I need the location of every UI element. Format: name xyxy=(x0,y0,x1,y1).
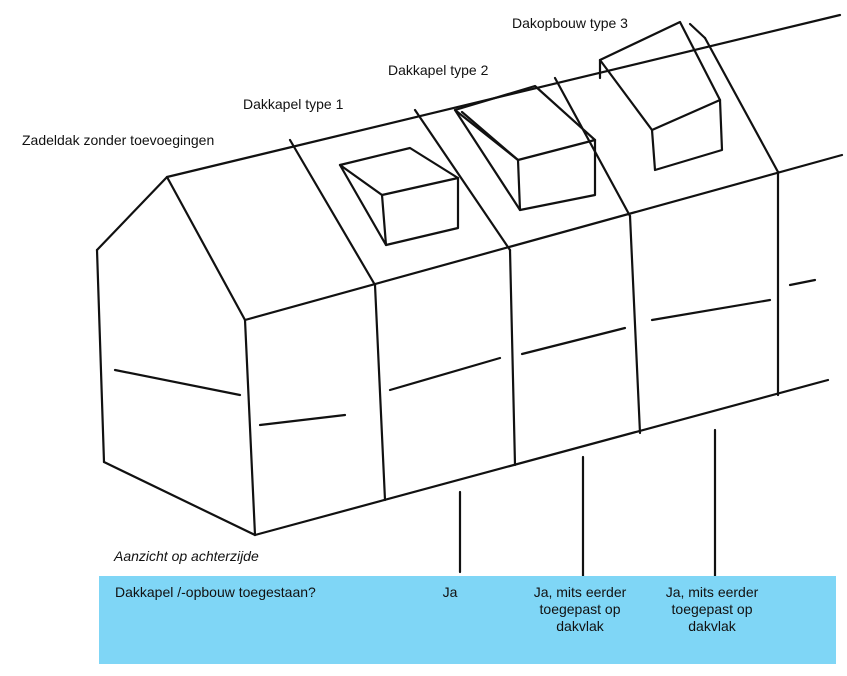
gable-end xyxy=(95,175,257,537)
label-type-1: Dakkapel type 1 xyxy=(243,96,344,112)
dormer-type-2 xyxy=(453,84,597,212)
label-type-2: Dakkapel type 2 xyxy=(388,62,489,78)
floor-lines xyxy=(113,278,817,427)
answer-type-1: Ja xyxy=(442,584,458,600)
wall-dividers xyxy=(373,170,780,502)
label-view: Aanzicht op achterzijde xyxy=(114,548,259,564)
roof-dividers xyxy=(288,36,780,287)
question-text: Dakkapel /-opbouw toegestaan? xyxy=(115,584,316,600)
answer-type-3: Ja, mits eerder toegepast op dakvlak xyxy=(665,584,759,634)
answer-type-2: Ja, mits eerder toegepast op dakvlak xyxy=(533,584,627,634)
label-type-3: Dakopbouw type 3 xyxy=(512,15,628,31)
roof-extension-type-3 xyxy=(598,20,724,172)
pointer-lines xyxy=(458,428,717,578)
answer-band xyxy=(99,576,836,664)
front-corner xyxy=(243,318,257,537)
label-zadeldak: Zadeldak zonder toevoegingen xyxy=(22,132,215,148)
base xyxy=(253,378,830,537)
eave xyxy=(243,153,844,322)
dormer-type-1 xyxy=(338,146,460,247)
